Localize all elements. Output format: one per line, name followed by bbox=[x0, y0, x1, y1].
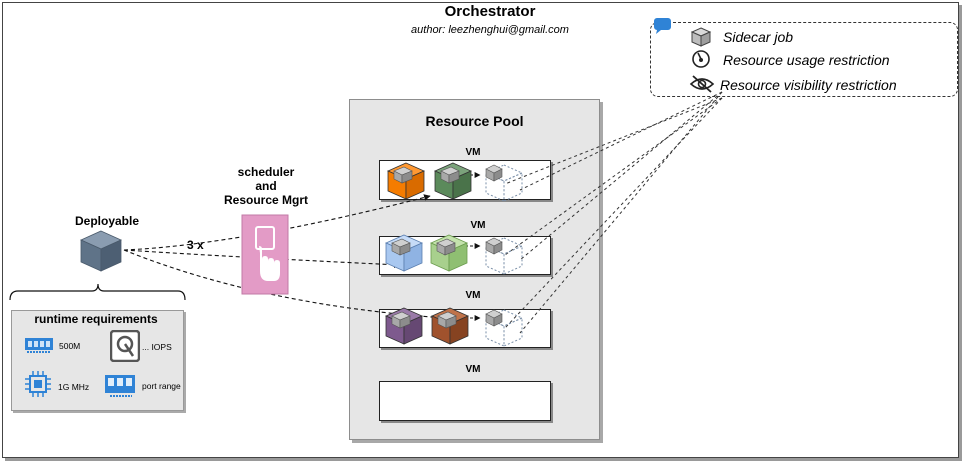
scheduler-label-line1: scheduler bbox=[237, 165, 295, 179]
memory-value: 500M bbox=[59, 341, 81, 351]
cpu-value: 1G MHz bbox=[58, 382, 90, 392]
scheduler-label-line3: Resource Mgrt bbox=[223, 193, 309, 207]
app-container-green bbox=[434, 162, 472, 200]
legend-link bbox=[504, 97, 723, 256]
page-title: Orchestrator bbox=[444, 3, 536, 20]
gauge-icon bbox=[692, 50, 710, 68]
cpu-icon bbox=[25, 371, 51, 397]
resource-pool-title: Resource Pool bbox=[425, 113, 524, 129]
legend-link bbox=[504, 97, 723, 329]
sidecar-placeholder bbox=[484, 309, 524, 347]
runtime-requirements-title: runtime requirements bbox=[34, 312, 158, 326]
legend-link bbox=[519, 91, 723, 191]
vm-label: VM bbox=[470, 220, 486, 231]
app-container-brown bbox=[431, 307, 469, 345]
app-container-light-green bbox=[430, 234, 468, 272]
deploy-arrow-vm2 bbox=[123, 249, 401, 269]
disk-icon bbox=[110, 330, 140, 362]
vm-label: VM bbox=[465, 290, 481, 301]
app-container-purple bbox=[385, 307, 423, 345]
runtime-requirements-panel bbox=[11, 310, 184, 411]
vm-box bbox=[379, 381, 551, 421]
vm-label: VM bbox=[465, 147, 481, 158]
memory-icon bbox=[25, 338, 53, 353]
author-text: author: leezhenghui@gmail.com bbox=[411, 24, 569, 36]
legend-label-usage: Resource usage restriction bbox=[723, 52, 890, 68]
legend-label-sidecar: Sidecar job bbox=[723, 29, 794, 45]
iops-value: ... IOPS bbox=[142, 342, 172, 352]
legend-link bbox=[519, 91, 723, 334]
app-container-orange bbox=[387, 162, 425, 200]
legend-label-visibility: Resource visibility restriction bbox=[720, 77, 897, 93]
deployable-box-icon bbox=[80, 230, 122, 272]
legend-link bbox=[504, 97, 723, 185]
legend-link bbox=[519, 91, 723, 261]
scheduler-label-line2: and bbox=[255, 179, 277, 193]
box-icon bbox=[690, 27, 712, 47]
eye-slash-icon bbox=[689, 75, 715, 93]
vm-label: VM bbox=[465, 364, 481, 375]
brace bbox=[9, 283, 186, 301]
multiplier-label: 3 x bbox=[187, 238, 204, 252]
sidecar-placeholder bbox=[484, 237, 524, 275]
scheduler-icon bbox=[241, 214, 289, 295]
sidecar-placeholder bbox=[484, 164, 524, 202]
speech-bubble-icon bbox=[654, 18, 671, 34]
scheduler-label: scheduler and Resource Mgrt bbox=[210, 165, 322, 207]
ports-value: port range bbox=[142, 381, 181, 391]
app-container-blue bbox=[385, 234, 423, 272]
network-card-icon bbox=[105, 375, 135, 397]
deployable-label: Deployable bbox=[74, 214, 140, 228]
